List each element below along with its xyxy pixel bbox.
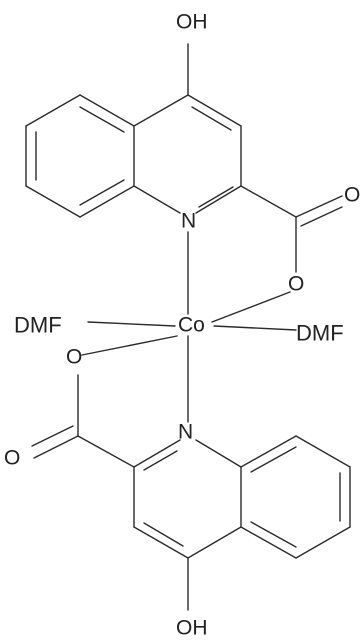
bottom-bridge-oxygen-label: O [66,346,82,369]
dmf-co-bond [213,325,297,331]
top-hydroxyl-label: OH [176,11,208,34]
cobalt-label: Co [178,314,205,337]
left-dmf-label: DMF [14,313,62,338]
bond [79,94,135,127]
bond [295,195,343,218]
atom-labels: OH N O O DMF Co DMF O N O OH [4,11,360,640]
bond [187,94,242,127]
bond [295,526,351,559]
double-bond [250,521,297,548]
top-nitrogen-label: N [181,210,196,233]
bond [133,94,189,127]
bond [25,94,81,127]
bottom-quinoline-ligand [31,374,351,611]
bond [133,439,181,468]
bottom-hydroxyl-label: OH [176,617,208,640]
double-bond [143,522,184,547]
bottom-carbonyl-oxygen-label: O [4,447,20,470]
top-bridge-oxygen-label: O [288,273,304,296]
bond [77,435,135,468]
double-bond [191,106,232,131]
bond [240,526,297,559]
bond [25,185,81,218]
double-bond [300,206,343,227]
o-co-bond [81,335,178,356]
bond [133,185,181,214]
bond [195,185,242,214]
double-bond [250,446,297,473]
bond [133,526,189,559]
bond [187,526,242,559]
bottom-nitrogen-label: N [178,421,193,444]
bond [79,185,135,218]
double-bond [79,106,125,133]
right-dmf-label: DMF [296,321,344,346]
double-bond [198,186,234,208]
bond [240,435,297,468]
bond [33,435,79,459]
double-bond [79,179,125,206]
double-bond [143,450,178,471]
bond [295,435,351,468]
top-carbonyl-oxygen-label: O [344,184,360,207]
coordination-bonds [81,231,297,423]
double-bond [31,425,74,447]
o-co-bond [211,291,291,323]
top-quinoline-ligand [25,43,343,273]
dmf-co-bond [87,321,176,327]
bond [240,185,297,218]
bond [195,439,242,468]
